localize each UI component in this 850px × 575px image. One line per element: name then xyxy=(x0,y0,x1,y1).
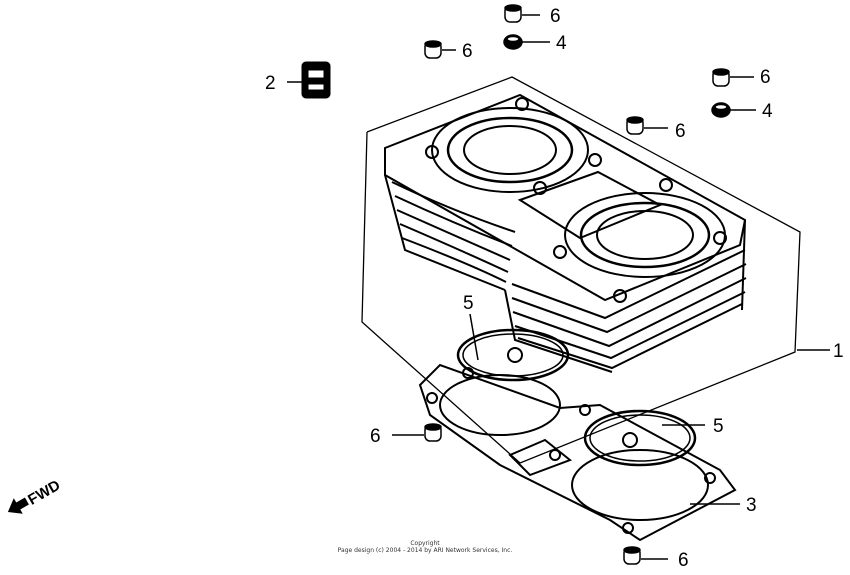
copyright-line-1: Copyright xyxy=(410,540,440,547)
copyright-line-2: Page design (c) 2004 - 2014 by ARI Netwo… xyxy=(337,547,513,554)
callout-6-topleft: 6 xyxy=(462,41,473,62)
callout-5-lower: 5 xyxy=(713,416,724,437)
dowel-pin-icon xyxy=(626,116,644,135)
dowel-pin-icon xyxy=(424,40,442,59)
assembly-outline xyxy=(361,76,801,464)
seal-icon xyxy=(503,34,523,50)
forward-direction-indicator: FWD xyxy=(7,477,63,514)
callout-6-bottom: 6 xyxy=(678,550,689,571)
callout-4-right: 4 xyxy=(762,101,773,122)
callout-4-top: 4 xyxy=(556,33,567,54)
dowel-pin-icon xyxy=(424,423,442,442)
callout-6-right-top: 6 xyxy=(760,67,771,88)
callout-3: 3 xyxy=(746,495,757,516)
clamp-part xyxy=(301,61,331,99)
base-gasket xyxy=(418,363,737,542)
callout-5-upper: 5 xyxy=(463,293,474,314)
leader-lines xyxy=(287,14,830,560)
fwd-label: FWD xyxy=(25,477,63,509)
callout-6-top: 6 xyxy=(550,6,561,27)
dowel-pins xyxy=(424,4,731,565)
o-ring-lower xyxy=(583,409,697,467)
dowel-pin-icon xyxy=(623,546,641,565)
cylinder-block xyxy=(384,93,747,373)
callout-2: 2 xyxy=(265,73,276,94)
callout-6-left: 6 xyxy=(370,426,381,447)
callout-6-mid: 6 xyxy=(675,121,686,142)
callout-1: 1 xyxy=(833,341,844,362)
dowel-pin-icon xyxy=(712,68,730,87)
dowel-pin-icon xyxy=(504,4,522,23)
forward-arrow-icon xyxy=(7,497,29,514)
o-ring-upper xyxy=(456,328,570,382)
seal-icon xyxy=(711,102,731,118)
